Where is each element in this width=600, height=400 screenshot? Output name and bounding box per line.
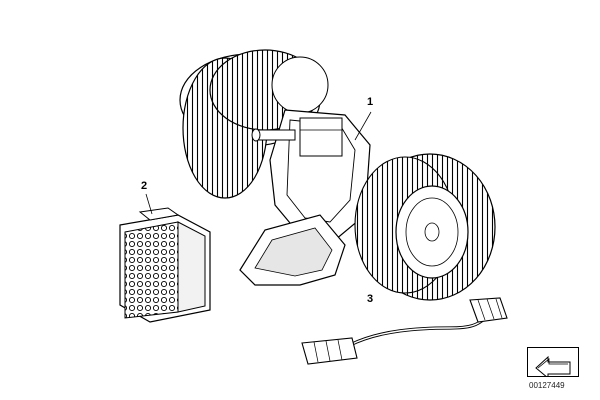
reference-arrow-icon <box>527 347 579 377</box>
blower-motor-icon <box>179 49 496 301</box>
callout-3: 3 <box>367 293 374 305</box>
resistor-pack-icon <box>119 193 211 323</box>
callout-1: 1 <box>367 96 374 108</box>
wiring-harness-icon <box>301 297 508 365</box>
diagram-number: 00127449 <box>529 381 565 390</box>
callout-2: 2 <box>141 180 148 192</box>
